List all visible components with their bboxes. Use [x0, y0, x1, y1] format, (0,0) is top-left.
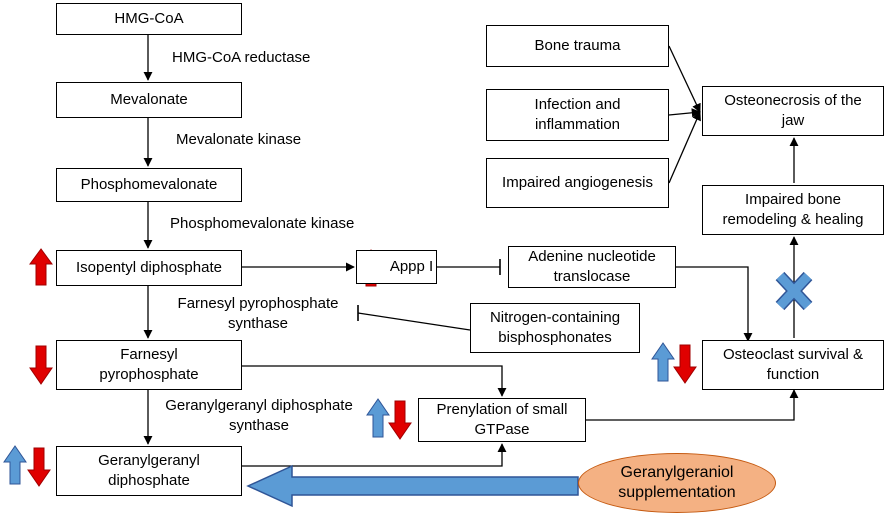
node-mevalonate: Mevalonate [56, 82, 242, 118]
enzyme-ggpp-synthase: Geranylgeranyl diphosphate synthase [165, 397, 353, 434]
node-phosphomevalonate: Phosphomevalonate [56, 168, 242, 202]
node-geranylgeranyl-diphosphate: Geranylgeranyl diphosphate [56, 446, 242, 496]
enzyme-fpp-synthase: Farnesyl pyrophosphate synthase [177, 295, 339, 332]
node-adenine-nucleotide-translocase: Adenine nucleotide translocase [508, 246, 676, 288]
up-arrow-blue-icon [3, 445, 27, 485]
down-arrow-red-icon [29, 345, 53, 385]
node-impaired-bone-remodeling: Impaired bone remodeling & healing [702, 185, 884, 235]
node-osteonecrosis-jaw: Osteonecrosis of the jaw [702, 86, 884, 136]
node-infection-inflammation: Infection and inflammation [486, 89, 669, 141]
up-arrow-blue-icon [651, 342, 675, 382]
down-arrow-red-icon [673, 344, 697, 384]
edge-fpp-prenylation [242, 365, 507, 397]
edge-ant-osteoclast [676, 266, 753, 342]
enzyme-hmg-coa-reductase: HMG-CoA reductase [172, 49, 311, 66]
node-appp-i: Appp I [356, 250, 437, 284]
node-osteoclast-survival: Osteoclast survival & function [702, 340, 884, 390]
down-arrow-red-icon [27, 447, 51, 487]
large-left-arrow-icon [246, 464, 579, 508]
edge-trauma-onj [668, 45, 701, 113]
enzyme-mevalonate-kinase: Mevalonate kinase [176, 131, 302, 148]
edge-ggpp-prenylation [242, 443, 507, 467]
block-cross-icon [775, 271, 813, 311]
node-prenylation-small-gtpase: Prenylation of small GTPase [418, 398, 586, 442]
node-hmg-coa: HMG-CoA [56, 3, 242, 35]
node-geranylgeraniol-supplementation: Geranylgeraniol supplementation [578, 453, 776, 513]
node-nitrogen-containing-bisphosphonates: Nitrogen-containing bisphosphonates [470, 303, 640, 353]
edge-ncb-inhibit [357, 312, 471, 331]
down-arrow-red-icon [388, 400, 412, 440]
edge-prenylation-osteoclast [586, 389, 799, 421]
node-farnesyl-pyrophosphate: Farnesyl pyrophosphate [56, 340, 242, 390]
node-isopentyl-diphosphate: Isopentyl diphosphate [56, 250, 242, 286]
up-arrow-red-icon [29, 248, 53, 286]
edge-infection-onj [668, 108, 701, 118]
edge-angio-onj [668, 111, 701, 184]
enzyme-phosphomevalonate-kinase: Phosphomevalonate kinase [170, 215, 355, 232]
node-impaired-angiogenesis: Impaired angiogenesis [486, 158, 669, 208]
node-bone-trauma: Bone trauma [486, 25, 669, 67]
up-arrow-blue-icon [366, 398, 390, 438]
